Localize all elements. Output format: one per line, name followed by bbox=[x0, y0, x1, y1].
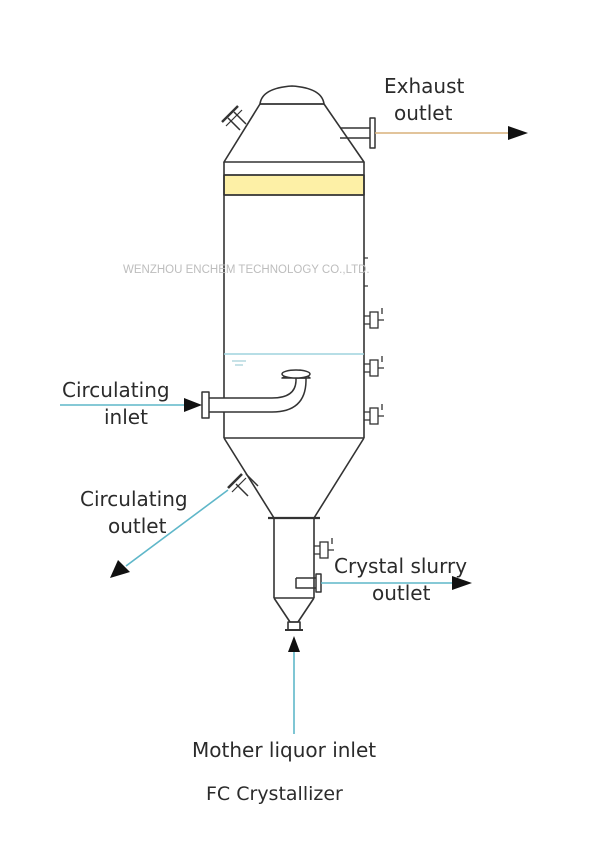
liquid-level bbox=[224, 353, 364, 366]
circulating-inlet-label-line2: inlet bbox=[104, 405, 148, 429]
exhaust-label-line1: Exhaust bbox=[384, 74, 465, 98]
circulating-outlet-label-line2: outlet bbox=[108, 514, 167, 538]
circulating-outlet-label-line1: Circulating bbox=[80, 487, 188, 511]
valve-icon bbox=[364, 356, 384, 377]
arrow-right-icon bbox=[452, 576, 472, 590]
mother-liquor-label: Mother liquor inlet bbox=[192, 738, 376, 762]
crystal-slurry-label-line2: outlet bbox=[372, 581, 431, 605]
circulating-outlet-nozzle bbox=[227, 473, 259, 497]
labels: Exhaust outlet Circulating inlet Circula… bbox=[62, 74, 467, 805]
lower-cone bbox=[223, 437, 365, 519]
arrow-up-icon bbox=[288, 636, 300, 652]
crystal-slurry-nozzle bbox=[295, 573, 322, 593]
valve-icon bbox=[314, 538, 334, 559]
bottom-nozzle bbox=[287, 621, 301, 631]
exhaust-nozzle bbox=[340, 117, 376, 149]
leg-cone bbox=[273, 597, 315, 623]
exhaust-label-line2: outlet bbox=[394, 101, 453, 125]
upper-cone bbox=[223, 103, 365, 163]
vessel bbox=[223, 85, 365, 631]
diagram-caption: FC Crystallizer bbox=[206, 783, 343, 805]
circulating-outlet-flow-line bbox=[125, 489, 229, 567]
vent-nozzle bbox=[221, 105, 247, 131]
flows bbox=[60, 126, 528, 734]
top-cap bbox=[259, 85, 325, 105]
circulating-inlet-label-line1: Circulating bbox=[62, 378, 170, 402]
circulating-inlet-pipe bbox=[201, 369, 311, 419]
arrow-right-icon bbox=[508, 126, 528, 140]
crystal-slurry-label-line1: Crystal slurry bbox=[334, 554, 467, 578]
watermark-text: WENZHOU ENCHEM TECHNOLOGY CO.,LTD. bbox=[123, 264, 370, 276]
arrow-down-left-icon bbox=[110, 560, 130, 578]
arrow-right-icon bbox=[184, 398, 202, 412]
valve-icon bbox=[364, 404, 384, 425]
wall-ticks bbox=[364, 257, 368, 287]
valve-icon bbox=[364, 308, 384, 329]
packing-layer bbox=[223, 174, 365, 196]
side-valves bbox=[314, 308, 384, 559]
